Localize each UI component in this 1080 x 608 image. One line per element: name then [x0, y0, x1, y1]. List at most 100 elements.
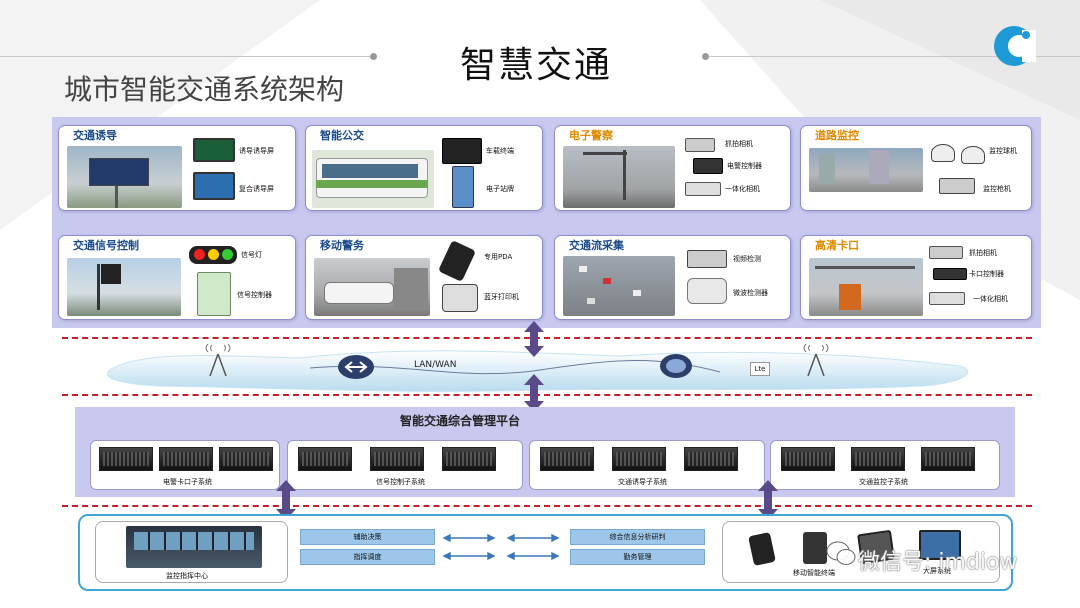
large-screen-label: 大屏系统: [923, 567, 951, 575]
mobile-terminal-box: 移动智能终端 大屏系统: [722, 521, 1000, 583]
capture-camera-icon: [929, 246, 963, 259]
command-center-label: 监控指挥中心: [166, 572, 208, 580]
police-controller-icon: [693, 158, 723, 174]
microwave-detector-icon: [687, 278, 727, 304]
card-mobile-police: 移动警务 专用PDA 蓝牙打印机: [305, 235, 543, 320]
card-title: 交通信号控制: [73, 239, 139, 252]
page-title: 智慧交通: [460, 45, 613, 86]
device-label: 一体化相机: [973, 295, 1008, 303]
layer-divider: [62, 505, 1032, 507]
subsystem-label: 交通诱导子系统: [618, 478, 667, 486]
variable-message-sign-icon: [193, 138, 235, 162]
server-icon: [781, 447, 835, 471]
card-electronic-police: 电子警察 抓拍相机 电警控制器 一体化相机: [554, 125, 791, 211]
server-icon: [442, 447, 496, 471]
connector-arrow-icon: [276, 480, 296, 520]
onboard-terminal-icon: [442, 138, 482, 164]
router-icon: [338, 355, 374, 379]
device-label: 复合诱导屏: [239, 185, 274, 193]
card-title: 道路监控: [815, 129, 859, 142]
server-icon: [159, 447, 213, 471]
checkpoint-gantry-photo: [809, 258, 923, 316]
subsystem-box: 交通监控子系统: [770, 440, 1000, 490]
integrated-camera-icon: [685, 182, 721, 196]
card-traffic-guidance: 交通诱导 诱导诱导屏 复合诱导屏: [58, 125, 296, 211]
lte-label: Lte: [754, 365, 766, 373]
device-label: 监控球机: [989, 147, 1017, 155]
device-label: 专用PDA: [484, 253, 513, 261]
server-icon: [921, 447, 975, 471]
server-icon: [540, 447, 594, 471]
function-duty-management: 勤务管理: [570, 549, 705, 565]
server-icon: [219, 447, 273, 471]
capture-camera-icon: [685, 138, 715, 152]
connector-arrow-icon: [524, 374, 544, 412]
device-label: 卡口控制器: [969, 270, 1004, 278]
card-traffic-flow-collection: 交通流采集 视频检测 微波检测器: [554, 235, 791, 320]
header-rule-left: [0, 56, 372, 57]
server-icon: [612, 447, 666, 471]
card-title: 交通诱导: [73, 129, 117, 142]
device-label: 微波检测器: [733, 289, 768, 297]
wechat-logo-icon: [826, 541, 856, 565]
device-label: 蓝牙打印机: [484, 293, 519, 301]
card-title: 移动警务: [320, 239, 364, 252]
layer-divider: [62, 337, 1032, 339]
device-label: 一体化相机: [725, 185, 760, 193]
integrated-camera-icon: [929, 292, 965, 305]
satellite-dish-icon: [660, 354, 692, 378]
intersection-camera-photo: [563, 146, 675, 208]
video-detector-icon: [687, 250, 727, 268]
card-traffic-signal-control: 交通信号控制 信号灯 信号控制器: [58, 235, 296, 320]
command-center-box: 监控指挥中心: [95, 521, 288, 583]
function-command-dispatch: 指挥调度: [300, 549, 435, 565]
subsystem-box: 交通诱导子系统: [529, 440, 765, 490]
bluetooth-printer-icon: [442, 284, 478, 312]
watermark-text: 微信号: imdiow: [858, 550, 1018, 575]
server-icon: [298, 447, 352, 471]
traffic-signal-photo: [67, 258, 181, 316]
subsystem-box: 信号控制子系统: [287, 440, 523, 490]
wireless-tower-icon: [205, 344, 231, 377]
bus-photo: [312, 150, 434, 208]
pda-device-icon: [438, 240, 476, 282]
function-assist-decision: 辅助决策: [300, 529, 435, 545]
connector-arrow-icon: [524, 321, 544, 357]
subsystem-label: 电警卡口子系统: [163, 478, 212, 486]
electronic-bus-stop-icon: [452, 166, 474, 208]
signal-controller-icon: [197, 272, 231, 316]
monitor-screen-icon: [919, 530, 961, 560]
card-title: 高清卡口: [815, 239, 859, 252]
device-label: 抓拍相机: [725, 140, 753, 148]
header-dot-left: [370, 53, 377, 60]
card-hd-checkpoint: 高清卡口 抓拍相机 卡口控制器 一体化相机: [800, 235, 1032, 320]
card-title: 智能公交: [320, 129, 364, 142]
guidance-sign-photo: [67, 146, 182, 208]
brand-logo-icon: [994, 26, 1036, 66]
device-label: 抓拍相机: [969, 249, 997, 257]
platform-title: 智能交通综合管理平台: [400, 414, 521, 428]
wireless-tower-icon: [803, 344, 829, 377]
device-label: 电警控制器: [727, 162, 762, 170]
device-label: 信号灯: [241, 251, 262, 259]
lan-wan-label: LAN/WAN: [414, 360, 457, 370]
bullet-camera-icon: [939, 178, 975, 194]
page-subtitle: 城市智能交通系统架构: [64, 73, 345, 106]
server-icon: [370, 447, 424, 471]
server-icon: [684, 447, 738, 471]
police-car-photo: [314, 258, 430, 316]
device-label: 车载终端: [486, 147, 514, 155]
subsystem-label: 交通监控子系统: [859, 478, 908, 486]
mobile-terminal-label: 移动智能终端: [793, 569, 835, 577]
layer-divider: [62, 394, 1032, 396]
card-road-surveillance: 道路监控 监控球机 监控枪机: [800, 125, 1032, 211]
composite-guidance-screen-icon: [193, 172, 235, 200]
function-info-analysis: 综合信息分析研判: [570, 529, 705, 545]
card-title: 电子警察: [569, 129, 613, 142]
dome-camera-icon: [931, 144, 955, 162]
device-label: 诱导诱导屏: [239, 147, 274, 155]
command-center-photo: [126, 526, 262, 568]
phone-device-icon: [748, 532, 776, 566]
device-label: 信号控制器: [237, 291, 272, 299]
handheld-device-icon: [803, 532, 827, 564]
